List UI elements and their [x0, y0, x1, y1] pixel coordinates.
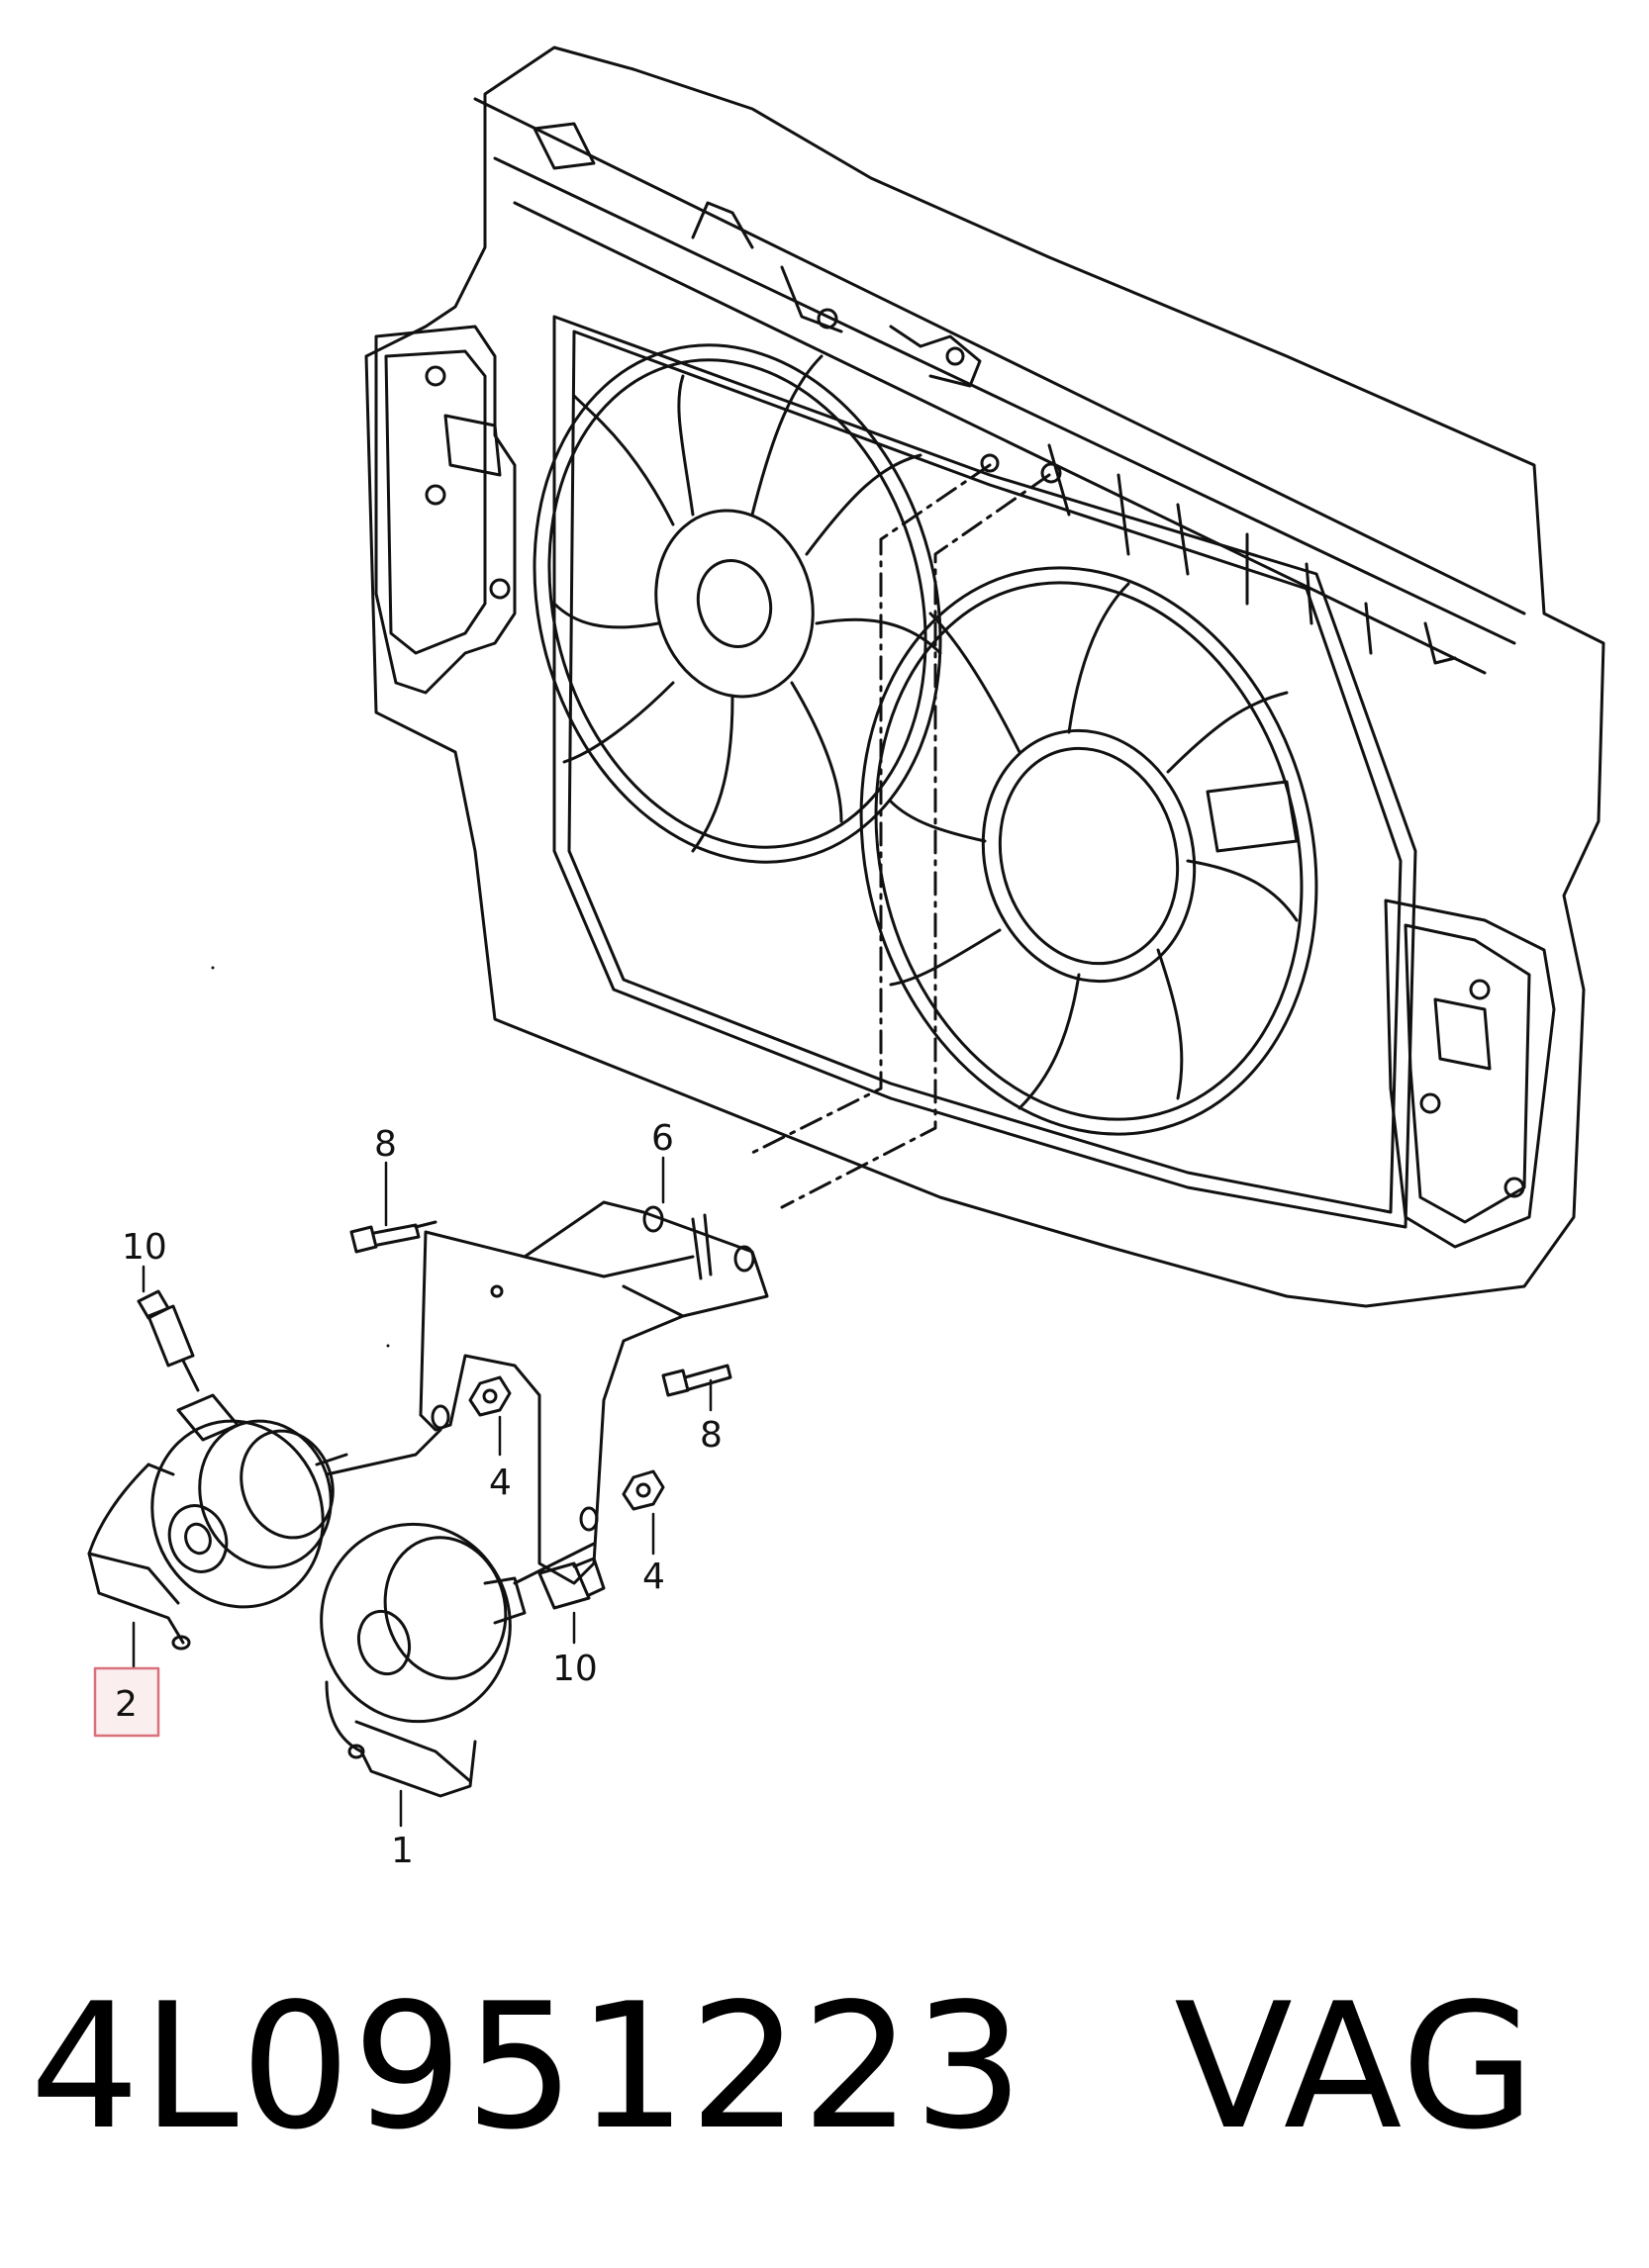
mounting-bracket	[419, 1200, 769, 1585]
part-caption: 4L0951223 VAG	[30, 1969, 1613, 2167]
right-fan	[859, 566, 1318, 1136]
part-number: 4L0951223	[30, 1967, 1026, 2168]
fan-shroud-assembly	[364, 46, 1605, 1308]
left-fan	[533, 343, 942, 864]
callout-10-right: 10	[552, 1649, 598, 1689]
callout-leaders	[132, 1156, 713, 1828]
callout-8-top: 8	[374, 1124, 397, 1165]
callout-labels: 6 8 8 4 4 10 10 1 2	[115, 1118, 723, 1871]
callout-4-upper: 4	[489, 1463, 512, 1503]
highlight-box	[93, 1666, 160, 1738]
callout-4-lower: 4	[642, 1557, 665, 1597]
nut-upper	[468, 1375, 512, 1417]
nut-lower	[622, 1469, 665, 1511]
callout-10-left: 10	[122, 1227, 167, 1268]
horn-upper	[87, 1289, 348, 1651]
horn-lower	[320, 1522, 606, 1798]
callout-6: 6	[651, 1118, 674, 1159]
callout-1: 1	[391, 1831, 414, 1871]
callout-8-bottom: 8	[700, 1415, 723, 1456]
bolt-upper	[349, 1220, 437, 1254]
callout-2: 2	[115, 1684, 138, 1725]
brand-name: VAG	[1174, 1967, 1538, 2168]
bolt-lower	[661, 1364, 732, 1397]
